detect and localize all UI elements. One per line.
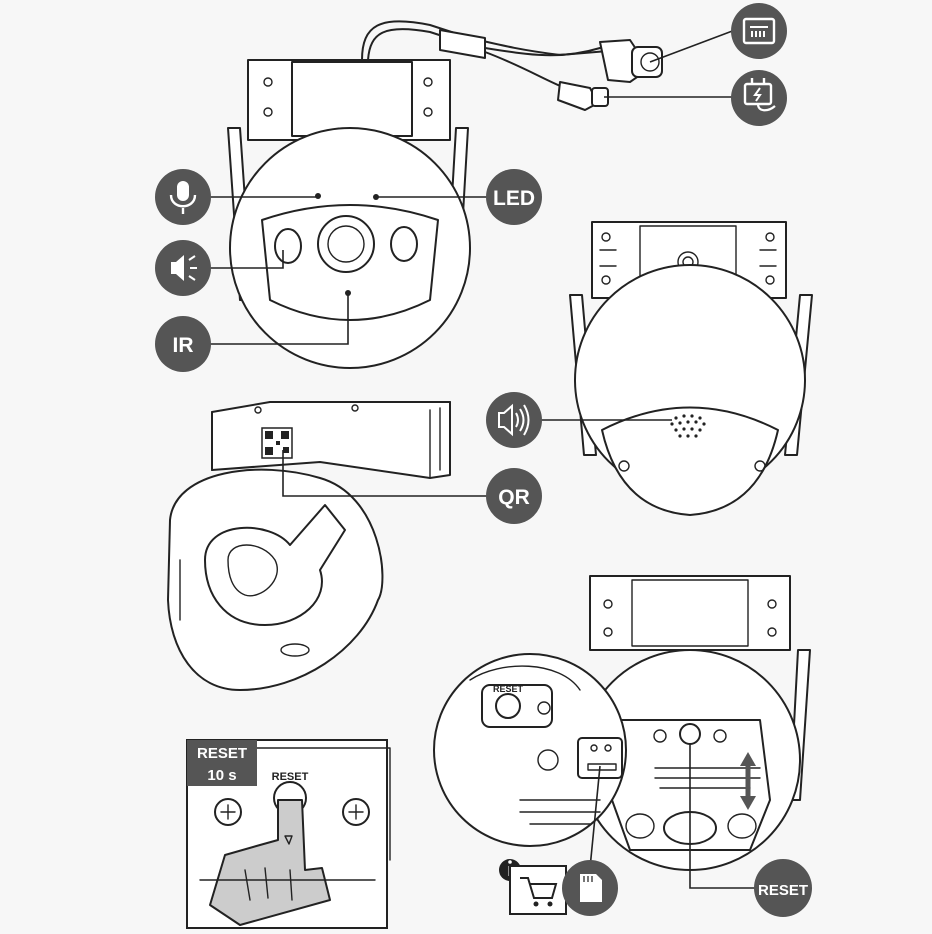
rear-view-camera [569, 221, 813, 516]
reset-callout-label: RESET [758, 882, 808, 899]
speaker-icon [171, 255, 197, 281]
shopping-cart-icon [520, 877, 558, 907]
microphone-icon [169, 181, 197, 214]
sd-card-badge [562, 860, 618, 916]
qr-code [261, 427, 293, 459]
power-plug-icon [743, 78, 776, 112]
network-badge [731, 3, 787, 59]
power-connector [557, 81, 609, 111]
power-badge [731, 70, 787, 126]
qr-badge: QR [486, 468, 542, 524]
rear-speaker-badge [486, 392, 542, 448]
led-label: LED [493, 187, 535, 210]
pressing-finger [209, 799, 331, 926]
ir-badge: IR [155, 316, 211, 372]
reset-button-engraving: RESET [272, 771, 309, 783]
front-view-camera [227, 20, 663, 369]
speaker-volume-icon [498, 403, 530, 437]
zoom-reset-engraving: RESET [493, 684, 524, 694]
zoom-detail-circle: RESET [433, 653, 627, 847]
reset-box-title: RESET [197, 745, 247, 762]
shop-badge [509, 865, 567, 915]
network-connector [599, 39, 663, 83]
qr-label: QR [498, 486, 530, 509]
led-badge: LED [486, 169, 542, 225]
reset-callout-badge: RESET [754, 859, 812, 917]
ir-label: IR [173, 334, 194, 357]
reset-instruction-panel: RESET 10 s RESET [186, 739, 391, 929]
reset-box-time: 10 s [207, 767, 236, 784]
up-down-arrow [740, 752, 756, 810]
ethernet-port-icon [742, 17, 776, 45]
microphone-badge [155, 169, 211, 225]
side-view-camera [167, 401, 451, 691]
speaker-badge [155, 240, 211, 296]
sd-card-icon [580, 874, 602, 902]
